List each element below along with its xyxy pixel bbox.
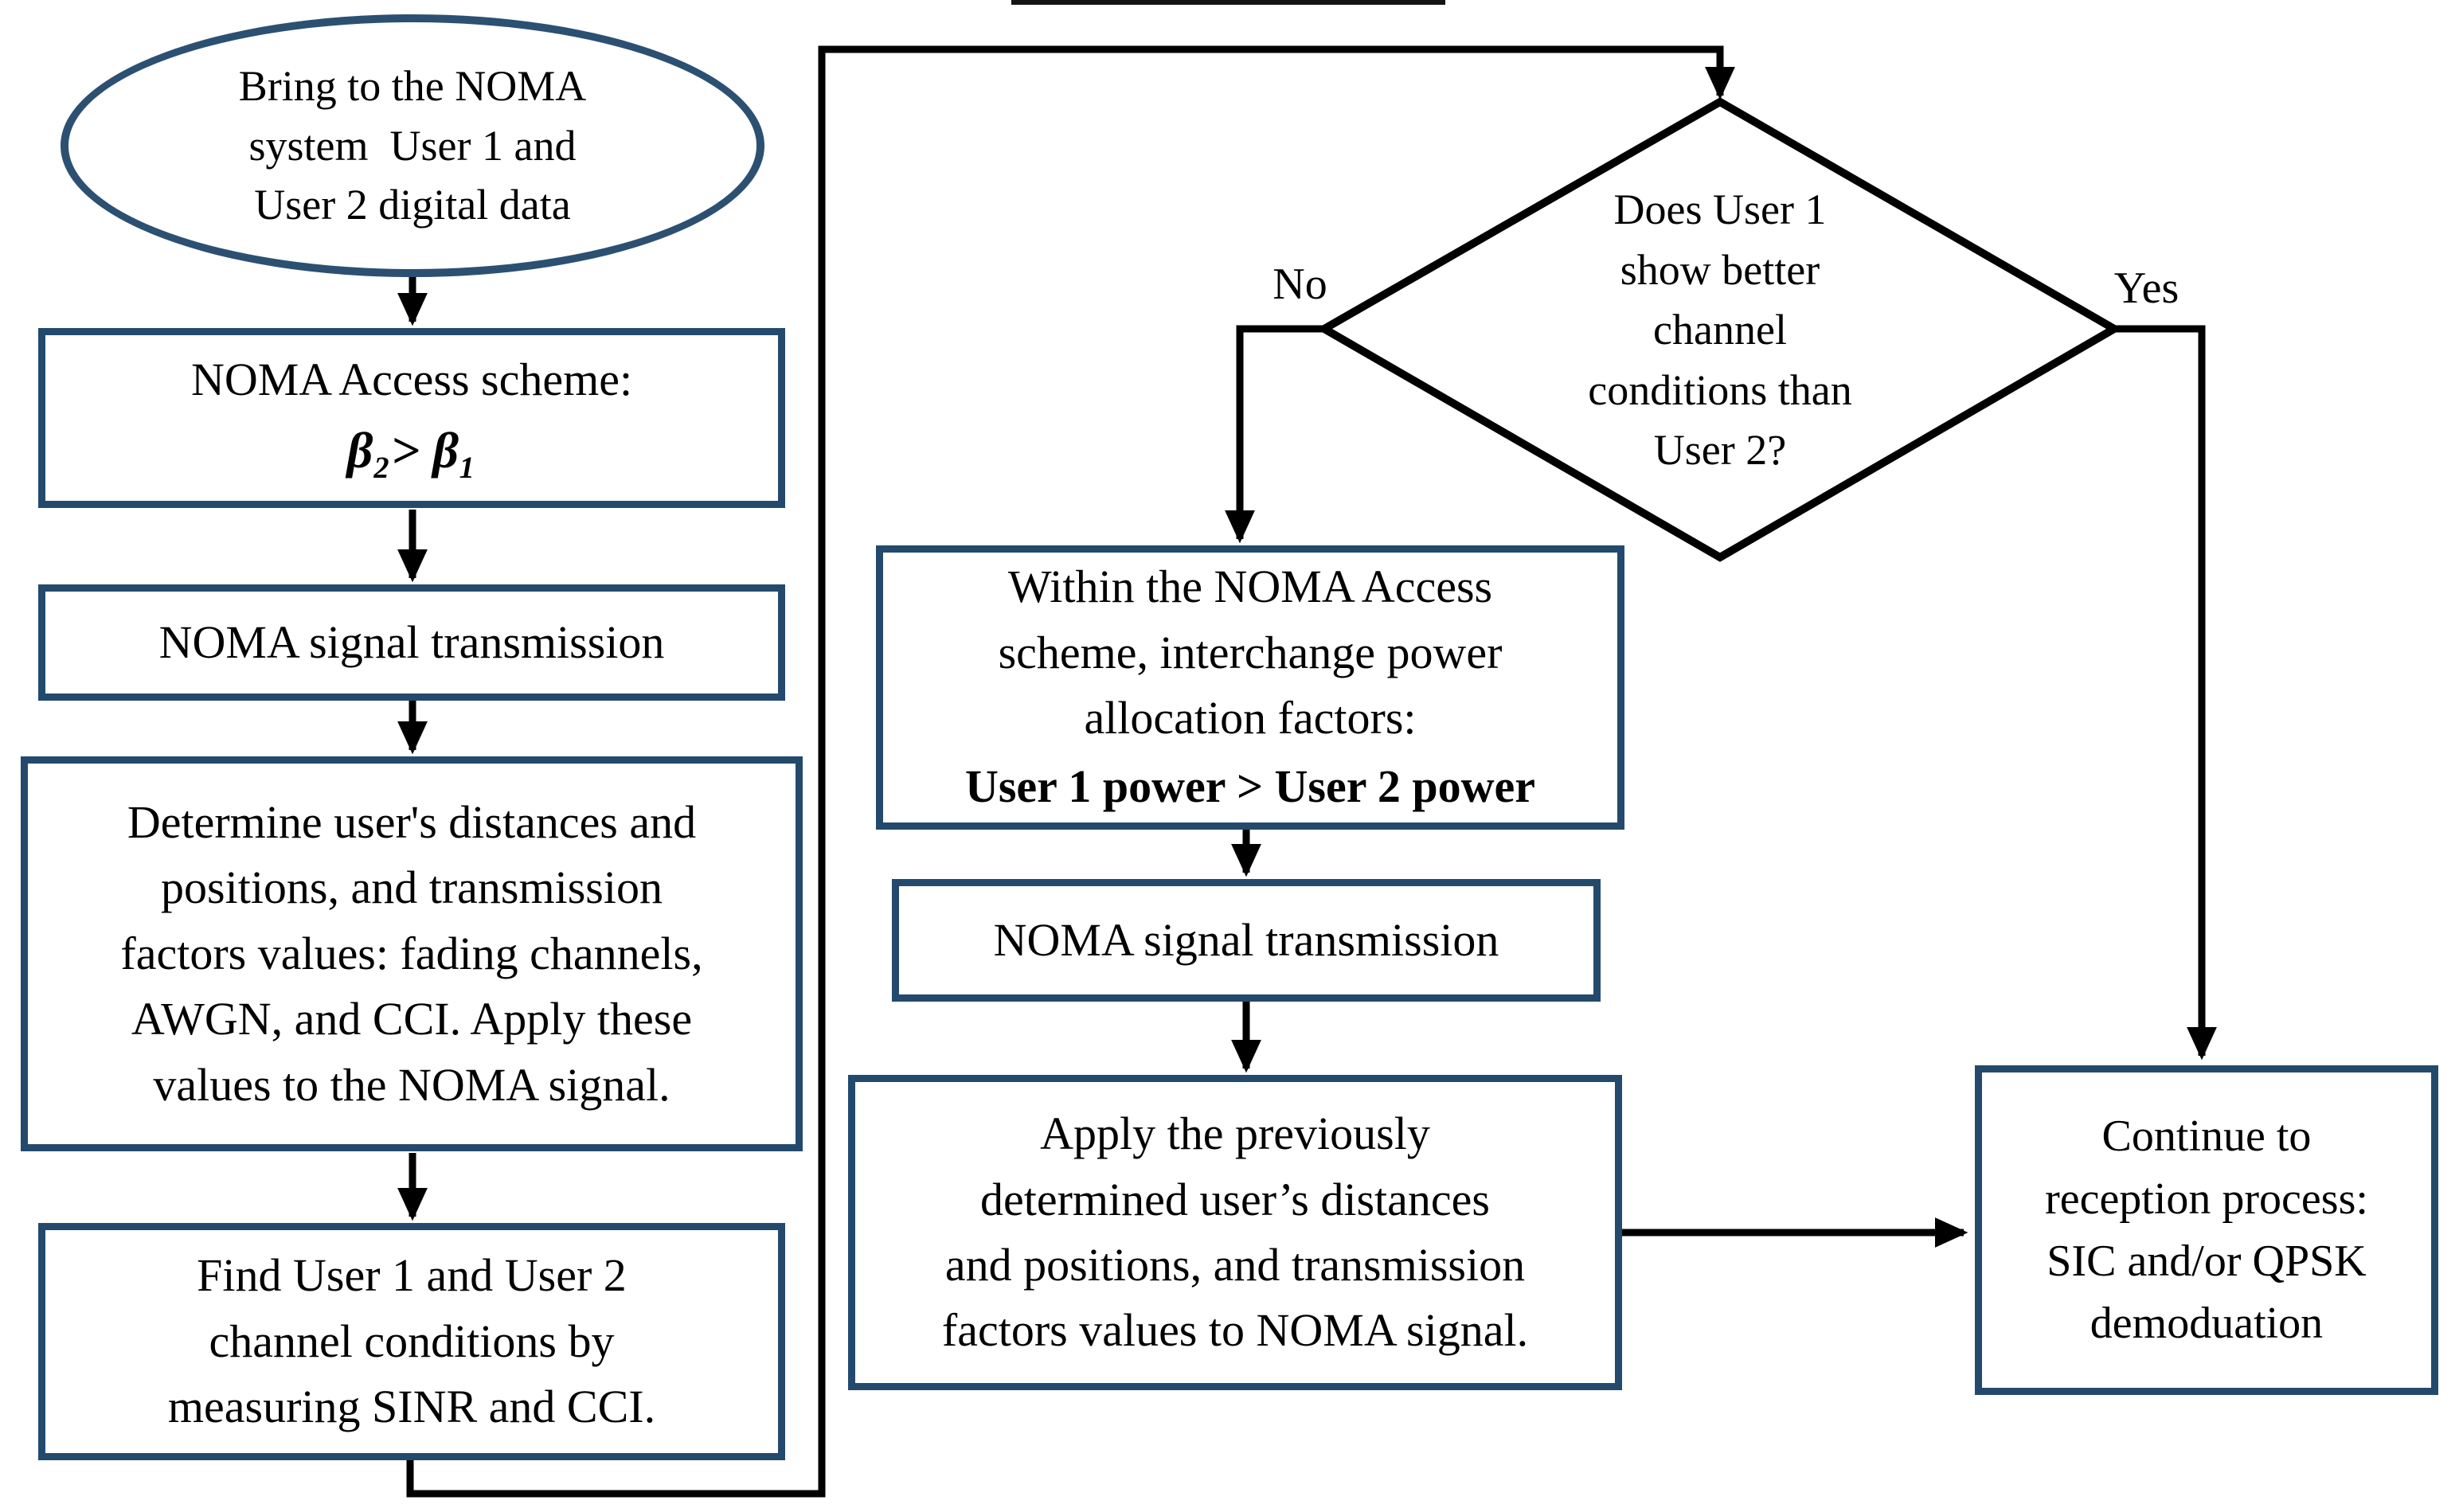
interchange-text: Within the NOMA Access scheme, interchan… <box>998 561 1503 744</box>
access-scheme-text: NOMA Access scheme: <box>190 353 633 405</box>
apply-text: Apply the previously determined user’s d… <box>941 1108 1529 1357</box>
transmission2-text: NOMA signal transmission <box>993 913 1499 966</box>
interchange-formula: User 1 power > User 2 power <box>964 760 1536 812</box>
transmission1-box: NOMA signal transmission <box>38 584 785 701</box>
decision-label: Does User 1 show better channel conditio… <box>1497 159 1943 502</box>
start-ellipse: Bring to the NOMA system User 1 and User… <box>61 14 764 277</box>
apply-box: Apply the previously determined user’s d… <box>848 1075 1622 1390</box>
find-conditions-box: Find User 1 and User 2 channel condition… <box>38 1223 785 1460</box>
start-ellipse-text: Bring to the NOMA system User 1 and User… <box>238 62 587 229</box>
yes-branch-line <box>2114 325 2217 1061</box>
interchange-box: Within the NOMA Access scheme, interchan… <box>876 545 1624 830</box>
transmission1-text: NOMA signal transmission <box>158 615 665 668</box>
decision-diamond <box>1316 97 2122 562</box>
access-scheme-formula: β₂> β₁ <box>346 422 477 479</box>
feedback-loop-find-to-decision <box>406 45 1735 1498</box>
cropped-top-edge-artifact <box>1011 0 1445 5</box>
no-label: No <box>1273 260 1327 309</box>
find-conditions-text: Find User 1 and User 2 channel condition… <box>167 1249 656 1433</box>
decision-text: Does User 1 show better channel conditio… <box>1588 186 1852 475</box>
determine-text: Determine user's distances and positions… <box>120 796 703 1111</box>
no-branch-line <box>1225 325 1324 544</box>
determine-box: Determine user's distances and positions… <box>21 756 803 1151</box>
transmission2-box: NOMA signal transmission <box>892 879 1601 1002</box>
access-scheme-box: NOMA Access scheme: β₂> β₁ <box>38 328 785 508</box>
yes-label: Yes <box>2113 264 2179 313</box>
reception-box: Continue to reception process: SIC and/o… <box>1975 1065 2438 1395</box>
reception-text: Continue to reception process: SIC and/o… <box>2045 1112 2368 1349</box>
